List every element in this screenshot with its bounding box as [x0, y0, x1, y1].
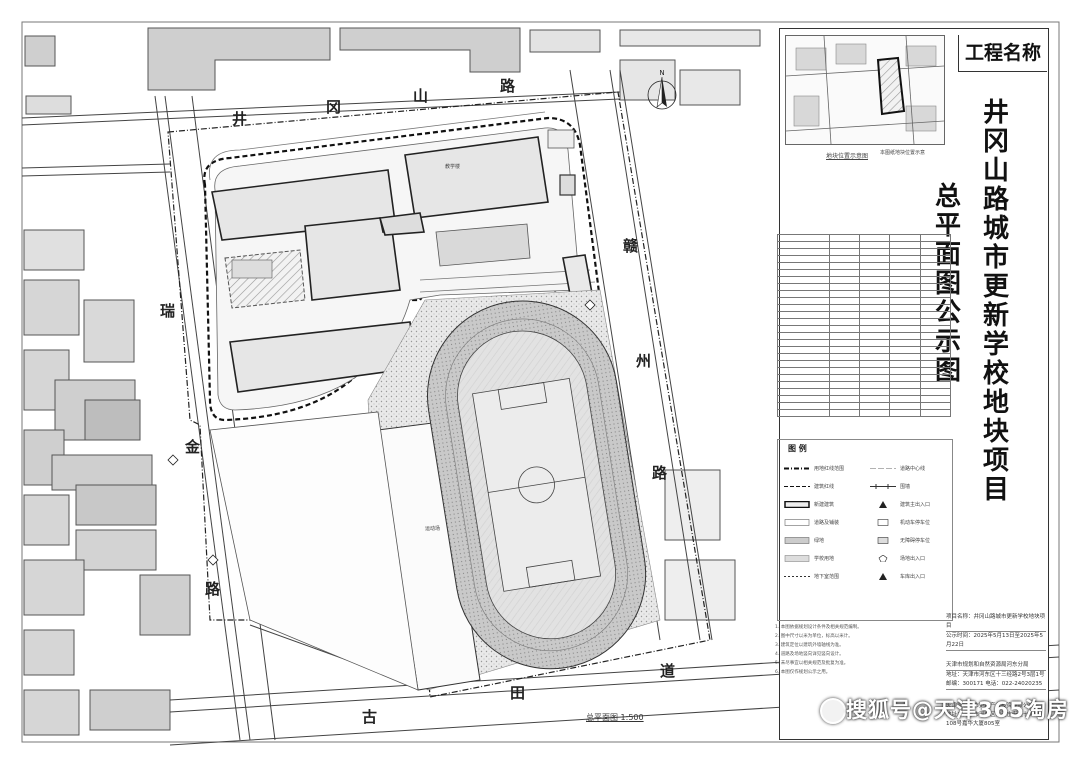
- legend-item: 用地红线范围: [814, 466, 845, 472]
- svg-text:N: N: [659, 69, 664, 77]
- legend-item: 地下室范围: [814, 574, 840, 580]
- legend-item: 学校用地: [814, 556, 835, 562]
- road-name-north-3: 山: [413, 87, 429, 105]
- road-name-south-2: 田: [510, 684, 526, 702]
- legend-item: 机动车停车位: [900, 520, 931, 526]
- legend-title: 图 例: [788, 444, 807, 453]
- design-notes: 1. 本图依据规划设计条件及相关规范编制。 2. 图中尺寸以米为单位，标高以米计…: [775, 623, 951, 677]
- legend-item: 新建建筑: [814, 502, 835, 508]
- lower-lot: [209, 411, 419, 691]
- legend-item: 围墙: [900, 484, 911, 490]
- legend-item: 道路及铺装: [814, 520, 840, 526]
- developer-address-2: 108号嘉华大厦805室: [946, 721, 1000, 727]
- legend-item: 无障碍停车位: [900, 538, 931, 544]
- note-line: 4. 道路及场地竖向详见竖向设计。: [775, 652, 844, 657]
- road-name-west-3: 路: [205, 580, 221, 598]
- road-name-north-1: 井: [232, 110, 248, 128]
- courtyard-hatched: [224, 249, 306, 309]
- title-block-panel: 工程名称 井冈山路城市更新学校地块项目 总平面图公示图 地块位置示意图 本图纸地…: [775, 28, 1049, 740]
- legend-item: 建筑红线: [814, 484, 835, 490]
- note-line: 2. 图中尺寸以米为单位，标高以米计。: [775, 634, 853, 639]
- running-track: [426, 300, 647, 670]
- road-name-east-2: 州: [636, 352, 652, 370]
- technical-indicators-table: [777, 234, 952, 417]
- legend-item: 场地出入口: [900, 556, 926, 562]
- road-name-west-2: 金: [185, 438, 201, 456]
- postcode: 邮编：300171: [946, 681, 984, 687]
- note-line: 5. 未尽事宜以相关规范及批复为准。: [775, 661, 849, 666]
- location-map-note: 本图纸地块位置示意: [880, 150, 926, 156]
- period-value: 2025年5月13日至2025年5月22日: [946, 633, 1044, 648]
- note-line: 1. 本图依据规划设计条件及相关规范编制。: [775, 625, 862, 630]
- surrounding-buildings: [23, 27, 761, 736]
- road-name-west-1: 瑞: [160, 302, 176, 320]
- road-name-north-2: 冈: [326, 98, 342, 116]
- map-scale-title: 总平面图 1:500: [586, 713, 644, 722]
- sohu-logo-icon: [820, 698, 846, 724]
- note-line: 6. 本图仅作规划公示之用。: [775, 670, 831, 675]
- road-name-south-1: 古: [362, 708, 378, 726]
- authority-address: 地址：天津市河东区十三经路2号3层1号: [946, 672, 1045, 678]
- school-buildings: [211, 136, 549, 393]
- road-name-north-4: 路: [500, 77, 516, 95]
- note-line: 3. 建筑定位以建筑外墙轴线为准。: [775, 643, 844, 648]
- road-name-east-1: 赣: [623, 237, 639, 255]
- developer-name: 天津财联城市更新产业投资有限公司: [946, 703, 1035, 709]
- building-label: 教学楼: [445, 164, 461, 170]
- entrance-markers: [167, 299, 596, 566]
- project-title: 井冈山路城市更新学校地块项目: [982, 98, 1009, 505]
- north-arrow-icon: N: [647, 69, 677, 110]
- publicity-info: 项目名称：井冈山路城市更新学校地块项目 公示时间：2025年5月13日至2025…: [946, 613, 1046, 729]
- road-name-east-3: 路: [652, 464, 668, 482]
- project-label: 项目名称：: [946, 614, 974, 620]
- phone: 电话：022-24020235: [985, 681, 1043, 687]
- sports-building-label: 运动场: [425, 526, 441, 532]
- legend-item: 车库出入口: [900, 574, 926, 580]
- project-value: 井冈山路城市更新学校地块项目: [946, 614, 1046, 629]
- location-map-caption: 地块位置示意图: [826, 153, 869, 160]
- legend-item: 道路中心线: [900, 466, 926, 472]
- developer-address: 地址：天津市河东区大王庄街道七纬路: [946, 712, 1040, 718]
- legend: 图 例 用地红线范围 建筑红线 新建建筑 道路及铺装 绿地 学校用地 地下室范围…: [777, 439, 953, 621]
- project-name-label: 工程名称: [958, 35, 1047, 72]
- authority-name: 天津市规划和自然资源局河东分局: [946, 661, 1046, 671]
- legend-item: 绿地: [814, 538, 825, 544]
- legend-item: 建筑主出入口: [900, 502, 931, 508]
- period-label: 公示时间：: [946, 633, 974, 639]
- watermark: 搜狐号@天津365淘房: [846, 698, 1069, 722]
- road-name-south-3: 道: [660, 662, 676, 680]
- location-map: [785, 35, 945, 145]
